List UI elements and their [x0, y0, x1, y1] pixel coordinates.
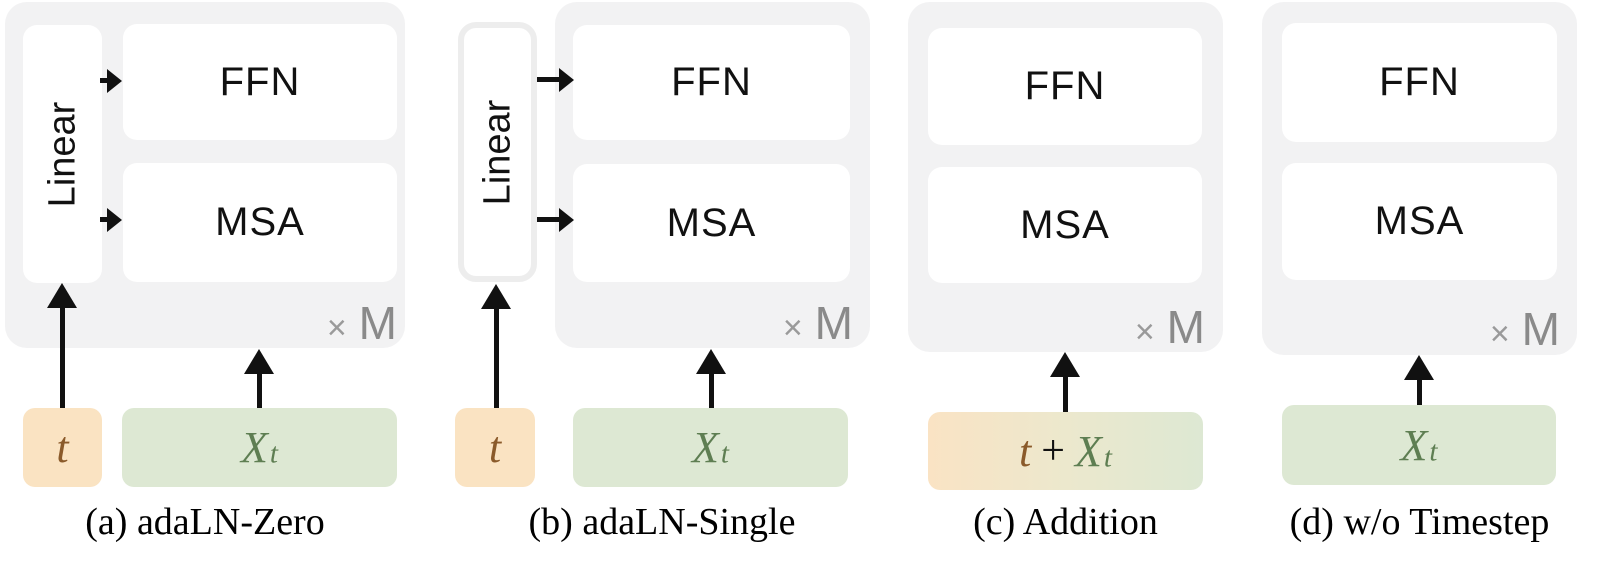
linear-label: Linear: [476, 99, 519, 205]
msa-block-c: MSA: [928, 167, 1202, 283]
ffn-label: FFN: [1379, 60, 1460, 104]
times-symbol: ×: [1134, 313, 1155, 351]
repeat-count: M: [1166, 301, 1205, 353]
caption-d: (d) w/o Timestep: [1289, 501, 1550, 543]
arrow-up-line: [60, 303, 65, 408]
repeat-label-c: ×M: [1113, 300, 1205, 354]
caption-c: (c) Addition: [973, 501, 1158, 543]
arrow-right-icon: [107, 69, 122, 93]
times-symbol: ×: [326, 309, 347, 347]
timestep-label: t: [488, 423, 502, 472]
arrow-right-icon: [107, 208, 122, 232]
times-symbol: ×: [782, 309, 803, 347]
arrow-up-line: [257, 369, 262, 408]
repeat-count: M: [814, 297, 853, 349]
linear-label: Linear: [41, 101, 84, 207]
repeat-label-a: ×M: [305, 296, 397, 350]
ffn-block-d: FFN: [1282, 23, 1557, 142]
arrow-right-line: [537, 77, 561, 82]
latent-subscript: t: [720, 437, 729, 470]
arrow-right-icon: [559, 208, 574, 232]
caption-b: (b) adaLN-Single: [528, 501, 796, 543]
msa-block-a: MSA: [123, 163, 397, 282]
timestep-label: t: [56, 423, 69, 472]
latent-subscript: t: [1429, 434, 1438, 467]
arrow-right-icon: [559, 68, 574, 92]
arrow-up-line: [1063, 372, 1068, 412]
msa-block-b: MSA: [573, 164, 850, 282]
latent-label: X: [1074, 426, 1102, 476]
repeat-label-b: ×M: [761, 296, 853, 350]
times-symbol: ×: [1489, 315, 1510, 353]
ffn-block-b: FFN: [573, 25, 850, 140]
msa-label: MSA: [666, 200, 757, 245]
arrow-right-line: [537, 217, 561, 222]
arrow-up-line: [494, 304, 499, 408]
caption-a: (a) adaLN-Zero: [85, 501, 325, 543]
msa-label: MSA: [1020, 202, 1110, 247]
ffn-block-a: FFN: [123, 24, 397, 140]
ffn-label: FFN: [219, 59, 301, 104]
repeat-count: M: [1521, 303, 1560, 355]
arrow-up-line: [709, 369, 714, 408]
latent-label: X: [692, 423, 719, 472]
repeat-count: M: [358, 297, 397, 349]
msa-label: MSA: [215, 200, 305, 244]
arrow-right-line: [100, 78, 110, 83]
arrow-right-line: [100, 217, 110, 222]
arrow-up-line: [1417, 375, 1422, 413]
plus-symbol: +: [1041, 428, 1065, 474]
msa-label: MSA: [1374, 199, 1465, 243]
timestep-input-b: t: [455, 408, 535, 487]
timestep-input-a: t: [23, 408, 102, 487]
timestep-label: t: [1019, 426, 1032, 476]
msa-block-d: MSA: [1282, 163, 1557, 280]
latent-subscript: t: [269, 437, 278, 470]
latent-subscript: t: [1103, 440, 1112, 473]
repeat-label-d: ×M: [1468, 302, 1560, 356]
latent-label: X: [241, 423, 268, 472]
ffn-label: FFN: [1024, 64, 1106, 108]
linear-block-a: Linear: [23, 25, 102, 283]
ffn-block-c: FFN: [928, 28, 1202, 145]
ffn-label: FFN: [671, 60, 752, 104]
linear-block-b: Linear: [458, 22, 537, 282]
latent-label: X: [1400, 420, 1428, 470]
